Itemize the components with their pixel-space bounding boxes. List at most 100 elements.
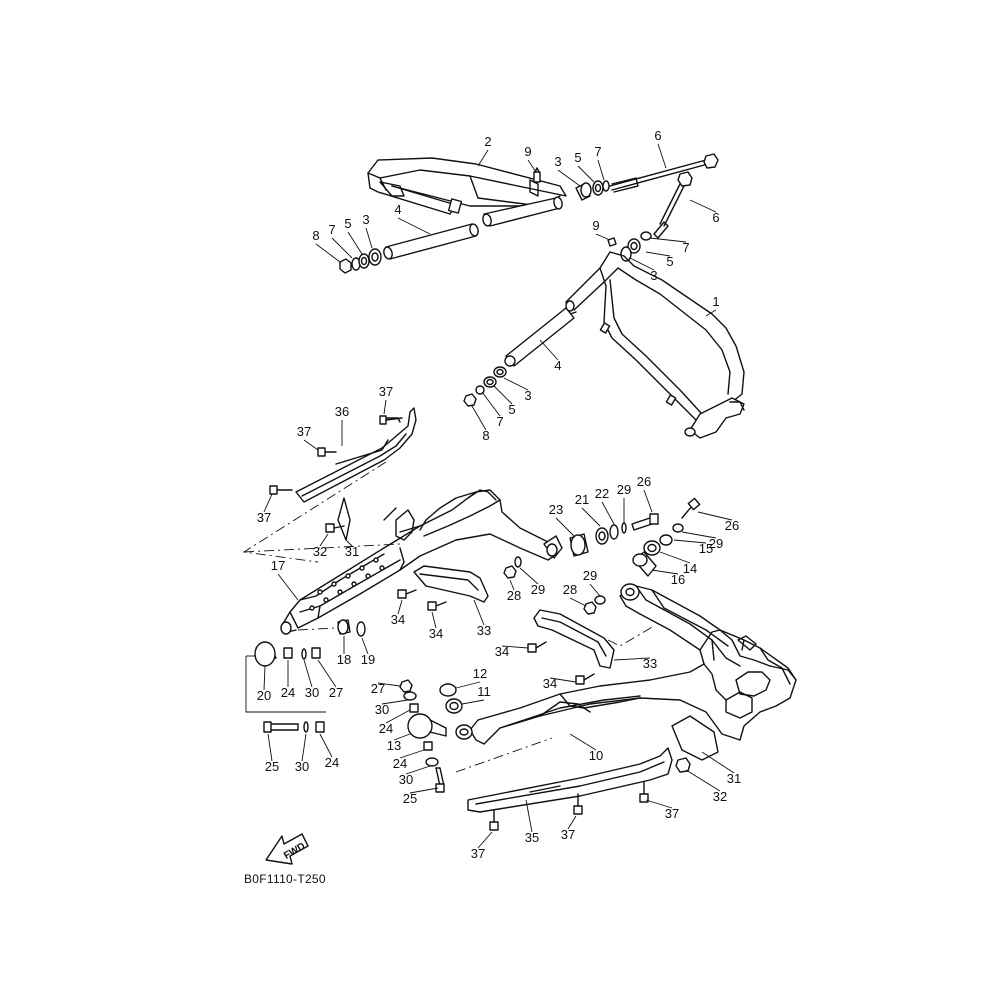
callout-leader [471,405,487,431]
callout-number: 37 [561,827,575,842]
callout-number: 25 [265,759,279,774]
pivot-bolt-part-6-second [653,171,693,239]
callout-leader [381,699,409,705]
callout-number: 30 [399,772,413,787]
callout-leader [473,599,485,626]
callout-number: 34 [495,644,509,659]
callout-number: 14 [683,561,697,576]
bolt-part-34-a [397,589,417,599]
callout-leader [319,533,329,547]
callout-number: 37 [471,846,485,861]
callout-leader [645,251,671,257]
callout-number: 7 [594,144,601,159]
slider-part-33-middle [413,565,489,603]
callout-number: 27 [329,685,343,700]
callout-leader [597,159,605,181]
callout-leader [613,657,651,661]
bolt-part-26-right [681,497,701,519]
collar-part-24-lower-left [315,721,325,733]
pivot-bolt-part-6-top [609,153,719,193]
washer-part-30-middle-a [403,691,417,701]
swingarm-part-10 [455,583,797,745]
callout-leader [689,199,717,213]
ring-part-15 [659,534,673,546]
callout-leader [263,493,273,513]
callout-number: 10 [589,748,603,763]
ring-part-12 [439,683,457,697]
bolt-part-26-upper [631,513,659,531]
callout-leader [397,599,403,615]
nut-part-28-right [583,601,597,615]
washer-part-30-middle-b [425,757,439,767]
callout-leader [365,227,373,249]
callout-leader [315,243,341,263]
callout-number: 3 [650,268,657,283]
callout-number: 7 [496,414,503,429]
callout-leader [393,733,411,741]
nut-part-27-left [311,647,321,659]
callout-number: 32 [313,544,327,559]
callout-leader [539,339,559,361]
callout-leader [303,659,313,688]
bolt-part-32-left [325,523,345,533]
callout-number: 24 [379,721,393,736]
slider-part-33-right [533,609,615,669]
callout-leader [629,257,655,271]
bolt-part-37-upper [269,415,403,495]
link-part-13 [407,713,447,739]
callout-leader [397,217,431,235]
pivot-hardware-right-middle [607,231,652,262]
callout-number: 3 [554,154,561,169]
callout-number: 27 [371,681,385,696]
callout-leader [405,765,431,775]
callout-leader [569,733,597,751]
callout-leader [267,733,273,762]
callout-leader [527,159,537,173]
pivot-hardware-left-middle [463,366,507,407]
callout-leader [431,611,437,629]
callout-leader [525,799,533,833]
callout-number: 26 [725,518,739,533]
callout-number: 19 [361,652,375,667]
collar-part-24-middle-a [409,703,419,713]
callout-number: 1 [712,294,719,309]
callout-leader [673,539,707,544]
callout-leader [701,751,735,774]
callout-leader [317,659,337,688]
callout-leader [461,699,485,705]
callout-number: 26 [637,474,651,489]
callout-leader [301,733,307,762]
callout-number: 30 [305,685,319,700]
nut-part-27-middle [399,679,413,693]
callout-number: 35 [525,830,539,845]
bolt-part-34-b [427,601,447,611]
callout-leader [481,391,501,417]
callout-number: 5 [508,402,515,417]
callout-leader [659,551,691,564]
callout-number: 28 [563,582,577,597]
callout-leader [455,681,481,689]
callout-number: 7 [682,240,689,255]
washer-part-30-left [301,648,307,660]
callout-number: 33 [643,656,657,671]
callout-leader [697,511,733,521]
chain-guard-part-35 [467,747,673,813]
seal-part-22 [609,524,619,540]
pivot-hardware-left-top [339,248,382,274]
callout-leader [377,682,401,687]
callout-number: 18 [337,652,351,667]
callout-number: 29 [583,568,597,583]
washer-part-29-middle [514,556,522,568]
bolt-part-34-d [575,673,595,685]
callout-number: 9 [592,218,599,233]
collar-part-24-middle-b [423,741,433,751]
callout-number: 31 [345,544,359,559]
callout-leader [319,733,333,758]
callout-leader [651,569,679,575]
bushing-part-11 [445,698,463,714]
callout-number: 5 [574,150,581,165]
callout-number: 37 [379,384,393,399]
callout-number: 31 [727,771,741,786]
callout-number: 3 [524,388,531,403]
callout-number: 29 [617,482,631,497]
